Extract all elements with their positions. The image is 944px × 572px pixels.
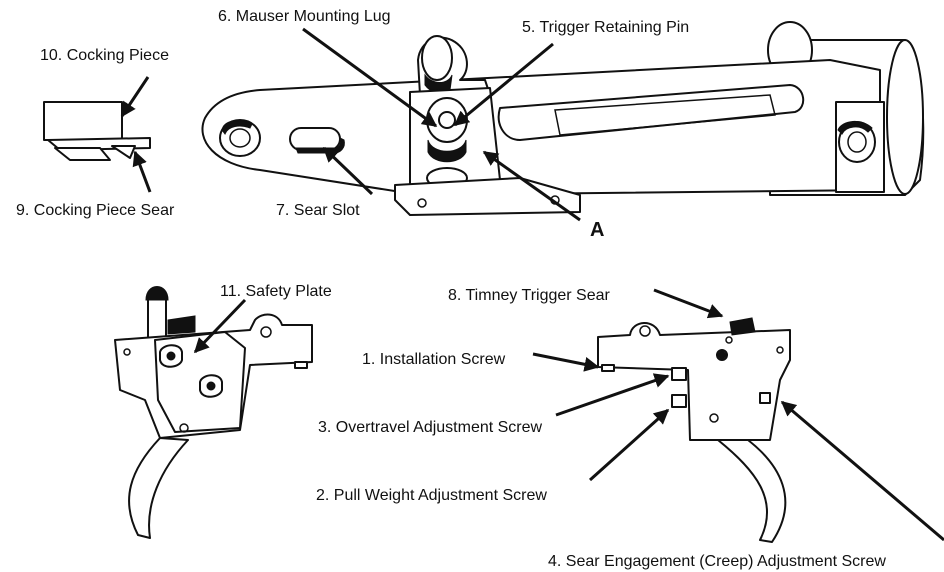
label-installation-screw: 1. Installation Screw	[362, 351, 506, 368]
cocking-piece-drawing	[43, 101, 151, 161]
arrow-timney-trigger-sear	[653, 288, 724, 319]
left-trigger-drawing	[114, 286, 313, 539]
label-sear-slot: 7. Sear Slot	[276, 202, 360, 219]
leader-arrows	[120, 27, 944, 542]
label-a: A	[590, 219, 604, 241]
label-trigger-retaining-pin: 5. Trigger Retaining Pin	[522, 19, 689, 36]
labels: 10. Cocking Piece 9. Cocking Piece Sear …	[16, 8, 886, 570]
arrow-mauser-mounting-lug	[302, 27, 438, 128]
arrow-cocking-piece	[120, 76, 150, 118]
label-sear-engagement-screw: 4. Sear Engagement (Creep) Adjustment Sc…	[548, 553, 886, 570]
arrow-safety-plate	[193, 298, 247, 354]
label-overtravel-adjustment-screw: 3. Overtravel Adjustment Screw	[318, 419, 543, 436]
receiver-drawing	[201, 21, 925, 216]
arrow-installation-screw	[532, 352, 600, 372]
right-trigger-drawing	[597, 317, 791, 543]
label-cocking-piece-sear: 9. Cocking Piece Sear	[16, 202, 175, 219]
arrow-sear-engagement-screw	[780, 400, 944, 542]
arrow-pull-weight-adjustment-screw	[588, 408, 670, 482]
arrow-a	[482, 150, 581, 222]
label-cocking-piece: 10. Cocking Piece	[40, 47, 169, 64]
label-safety-plate: 11. Safety Plate	[220, 283, 332, 300]
arrow-overtravel-adjustment-screw	[555, 373, 670, 417]
label-mauser-mounting-lug: 6. Mauser Mounting Lug	[218, 8, 391, 25]
arrow-cocking-piece-sear	[132, 150, 152, 193]
arrow-trigger-retaining-pin	[453, 42, 554, 127]
label-pull-weight-adjustment-screw: 2. Pull Weight Adjustment Screw	[316, 487, 547, 504]
arrow-sear-slot	[322, 146, 374, 196]
label-timney-trigger-sear: 8. Timney Trigger Sear	[448, 287, 611, 304]
